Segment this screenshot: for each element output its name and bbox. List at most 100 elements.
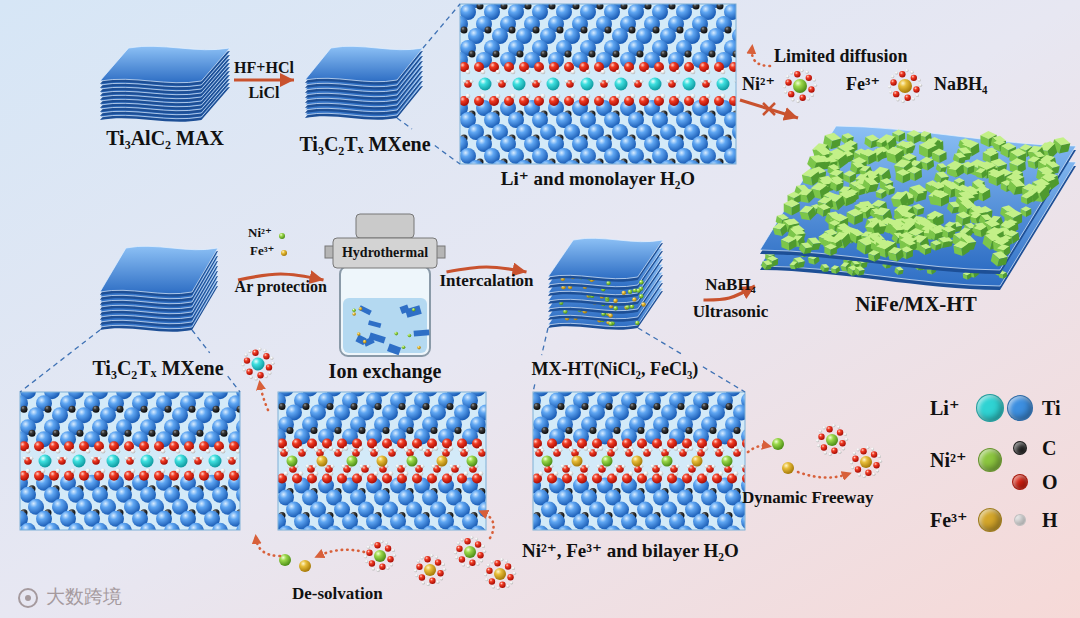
h-atom — [577, 448, 581, 452]
h-atom — [556, 70, 561, 75]
h-atom — [315, 448, 319, 452]
c-atom — [678, 403, 685, 410]
sheet — [100, 246, 218, 293]
particle-face — [805, 190, 816, 203]
ti-atom — [492, 160, 508, 164]
crystal-panel — [278, 392, 486, 530]
h-atom — [101, 469, 106, 474]
metal-ion — [609, 321, 613, 325]
c-atom — [637, 51, 644, 58]
particle-face — [967, 273, 972, 280]
h-atom — [511, 94, 516, 99]
c-atom — [653, 27, 660, 34]
particle-face — [889, 187, 895, 196]
h-atom — [191, 449, 196, 454]
h-atom — [464, 471, 469, 476]
c-atom — [661, 51, 668, 58]
metal-ion — [635, 321, 639, 325]
h-atom — [633, 79, 637, 83]
h-atom — [146, 449, 151, 454]
h-atom — [333, 448, 337, 452]
c-atom — [710, 427, 717, 434]
h-atom — [674, 79, 678, 83]
h-atom — [430, 448, 434, 452]
h-atom — [541, 70, 546, 75]
h-atom — [586, 464, 590, 468]
particle-face — [793, 262, 799, 269]
particle-face — [970, 143, 979, 156]
h-atom — [622, 464, 626, 468]
particle-face — [917, 191, 924, 200]
h-atom — [526, 94, 531, 99]
particle-face — [886, 151, 897, 165]
h-atom — [615, 464, 619, 468]
metal-ion — [347, 456, 358, 467]
h-atom — [667, 79, 671, 83]
h-atom — [360, 464, 364, 468]
particle-face — [1003, 272, 1008, 279]
h-atom — [466, 70, 471, 75]
h-atom — [176, 469, 181, 474]
ti-atom — [302, 526, 318, 530]
ti-atom — [446, 526, 462, 530]
h-atom — [706, 94, 711, 99]
h-atom — [504, 79, 508, 83]
h-atom — [200, 456, 204, 460]
ti-atom — [653, 526, 669, 530]
h-atom — [613, 448, 617, 452]
metal-ion — [602, 456, 613, 467]
h-atom — [322, 448, 326, 452]
h-atom — [470, 79, 474, 83]
h-atom — [659, 471, 664, 476]
c-atom — [606, 403, 613, 410]
h-atom — [419, 446, 424, 451]
h-atom — [674, 446, 679, 451]
particle-face — [1021, 196, 1027, 205]
ti-atom — [374, 526, 390, 530]
c-atom — [597, 4, 604, 10]
h-atom — [132, 456, 136, 460]
particle-face — [895, 172, 903, 183]
h-atom — [421, 464, 425, 468]
layered-stack — [100, 46, 230, 121]
h-atom — [571, 70, 576, 75]
h-atom — [86, 449, 91, 454]
h-atom — [459, 448, 463, 452]
h-atom — [559, 448, 563, 452]
ti-atom — [684, 160, 700, 164]
h-atom — [571, 94, 576, 99]
h-atom — [477, 448, 481, 452]
c-atom — [303, 403, 310, 410]
nanoparticle — [932, 148, 947, 163]
ti-atom — [612, 160, 628, 164]
c-atom — [589, 51, 596, 58]
h-atom — [606, 79, 610, 83]
metal-ion — [692, 456, 703, 467]
c-atom — [383, 427, 390, 434]
h-atom — [687, 464, 691, 468]
h-atom — [404, 471, 409, 476]
metal-ion — [542, 456, 553, 467]
h-atom — [30, 456, 34, 460]
c-atom — [605, 27, 612, 34]
panel-frame — [533, 392, 745, 530]
h-atom — [331, 464, 335, 468]
metal-ion — [632, 297, 636, 301]
h-atom — [531, 79, 535, 83]
h-atom — [466, 448, 470, 452]
h-atom — [721, 448, 725, 452]
h-atom — [41, 469, 46, 474]
h-atom — [405, 448, 409, 452]
sheet — [305, 46, 423, 81]
c-atom — [141, 406, 148, 413]
ti-atom — [629, 526, 645, 530]
composite-picture — [760, 126, 1076, 290]
h-atom — [640, 79, 644, 83]
h-atom — [552, 448, 556, 452]
h-atom — [703, 448, 707, 452]
h-atom — [584, 446, 589, 451]
ti-atom — [564, 160, 580, 164]
li-ion — [479, 78, 492, 91]
h-atom — [706, 70, 711, 75]
c-atom — [29, 430, 36, 437]
